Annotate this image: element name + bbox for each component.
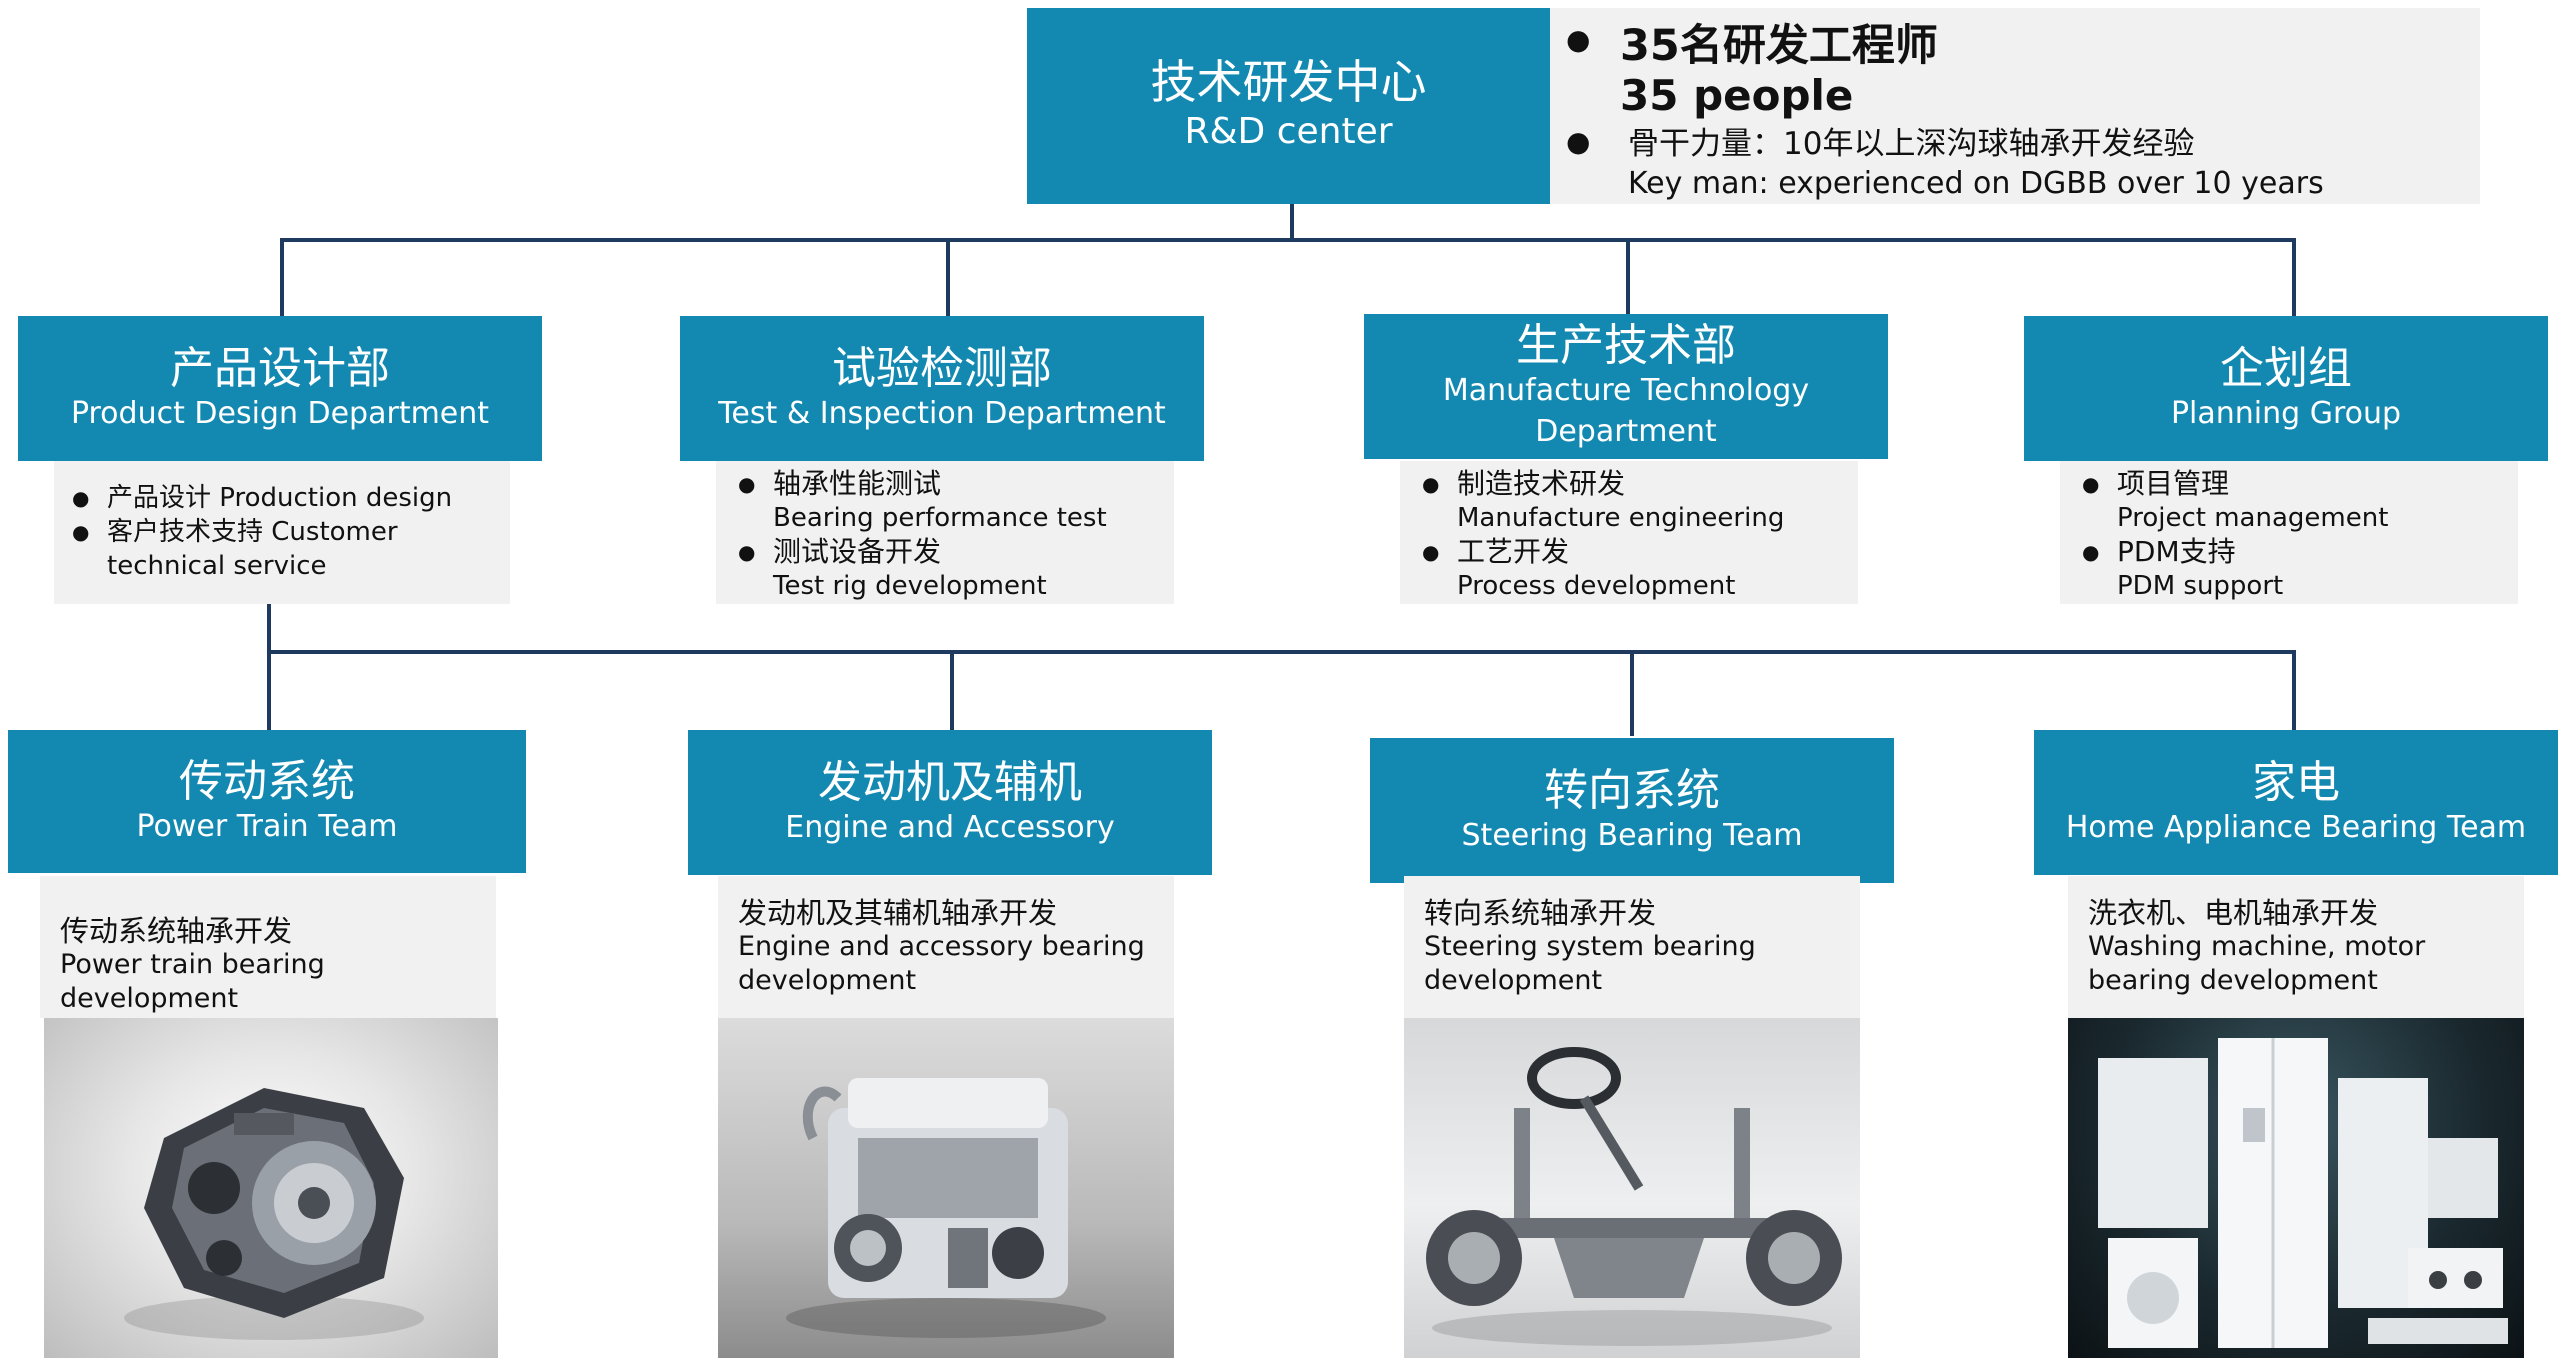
rd-center-title-en: R&D center bbox=[1184, 111, 1393, 153]
list-item: ● 制造技术研发 Manufacture engineering bbox=[1422, 467, 1785, 533]
bullet-icon: ● bbox=[2082, 472, 2100, 496]
dept-box-manufacture-technology: 生产技术部 Manufacture Technology Department bbox=[1364, 314, 1888, 459]
list-item: ● 客户技术支持 Customer technical service bbox=[72, 517, 398, 581]
home-appliance-image bbox=[2068, 1018, 2524, 1358]
bullet-icon: ● bbox=[2082, 540, 2100, 564]
team-name-en: Steering Bearing Team bbox=[1461, 818, 1803, 854]
bullet-icon: ● bbox=[72, 486, 90, 510]
headcount-zh: 35名研发工程师 bbox=[1620, 21, 1938, 71]
connector-dept-4 bbox=[2292, 238, 2296, 316]
team-box-home-appliance: 家电 Home Appliance Bearing Team bbox=[2034, 730, 2558, 875]
connector-team-2 bbox=[950, 650, 954, 730]
team-box-power-train: 传动系统 Power Train Team bbox=[8, 730, 526, 873]
dept-name-en: Manufacture Technology Department bbox=[1442, 373, 1810, 449]
key-man-zh: 骨干力量：10年以上深沟球轴承开发经验 bbox=[1628, 125, 2195, 162]
bullet-icon: ● bbox=[1566, 124, 1591, 158]
engine-image bbox=[718, 1018, 1174, 1358]
connector-dept-3 bbox=[1626, 238, 1630, 316]
list-item: ● 测试设备开发 Test rig development bbox=[738, 535, 1047, 601]
connector-team-3 bbox=[1630, 650, 1634, 736]
team-name-en: Home Appliance Bearing Team bbox=[2065, 810, 2527, 846]
team-name-zh: 家电 bbox=[2252, 756, 2340, 808]
dept-duties-product-design: ● 产品设计 Production design ● 客户技术支持 Custom… bbox=[54, 461, 510, 604]
dept-box-product-design: 产品设计部 Product Design Department bbox=[18, 316, 542, 461]
bullet-icon: ● bbox=[738, 540, 756, 564]
dept-name-en: Test & Inspection Department bbox=[718, 396, 1166, 432]
team-desc-home-appliance: 洗衣机、电机轴承开发 Washing machine, motor bearin… bbox=[2068, 876, 2524, 1018]
dept-box-planning-group: 企划组 Planning Group bbox=[2024, 316, 2548, 461]
dept-name-en: Product Design Department bbox=[70, 396, 490, 432]
dept-box-test-inspection: 试验检测部 Test & Inspection Department bbox=[680, 316, 1204, 461]
bullet-icon: ● bbox=[1422, 472, 1440, 496]
bullet-icon: ● bbox=[72, 520, 90, 544]
bullet-icon: ● bbox=[738, 472, 756, 496]
headcount-en: 35 people bbox=[1620, 71, 1854, 121]
list-item: ● 产品设计 Production design bbox=[72, 483, 453, 513]
bullet-icon: ● bbox=[1566, 23, 1591, 56]
key-man-en: Key man: experienced on DGBB over 10 yea… bbox=[1628, 166, 2324, 202]
connector-dept-1 bbox=[280, 238, 284, 316]
rd-center-title-zh: 技术研发中心 bbox=[1150, 55, 1427, 110]
bullet-icon: ● bbox=[1422, 540, 1440, 564]
connector-team-4 bbox=[2292, 650, 2296, 730]
team-box-engine-accessory: 发动机及辅机 Engine and Accessory bbox=[688, 730, 1212, 875]
team-desc-engine-accessory: 发动机及其辅机轴承开发 Engine and accessory bearing… bbox=[718, 876, 1174, 1018]
dept-name-zh: 生产技术部 bbox=[1516, 319, 1736, 371]
dept-name-zh: 企划组 bbox=[2220, 342, 2352, 394]
list-item: ● 轴承性能测试 Bearing performance test bbox=[738, 467, 1107, 533]
steering-system-image bbox=[1404, 1018, 1860, 1358]
list-item: ● 工艺开发 Process development bbox=[1422, 535, 1736, 601]
connector-design-down bbox=[267, 604, 271, 730]
dept-duties-planning-group: ● 项目管理 Project management ● PDM支持 PDM su… bbox=[2060, 461, 2518, 604]
connector-dept-bus bbox=[280, 238, 2296, 242]
dept-name-zh: 试验检测部 bbox=[832, 342, 1052, 394]
team-name-zh: 转向系统 bbox=[1544, 764, 1720, 816]
team-name-zh: 传动系统 bbox=[179, 755, 355, 807]
dept-name-en: Planning Group bbox=[2170, 396, 2402, 432]
connector-dept-2 bbox=[946, 238, 950, 316]
connector-root-down bbox=[1290, 204, 1294, 240]
team-desc-power-train: 传动系统轴承开发 Power train bearing development bbox=[40, 876, 496, 1018]
team-box-steering: 转向系统 Steering Bearing Team bbox=[1370, 738, 1894, 883]
dept-duties-manufacture-technology: ● 制造技术研发 Manufacture engineering ● 工艺开发 … bbox=[1400, 461, 1858, 604]
dept-duties-test-inspection: ● 轴承性能测试 Bearing performance test ● 测试设备… bbox=[716, 461, 1174, 604]
team-desc-steering: 转向系统轴承开发 Steering system bearing develop… bbox=[1404, 876, 1860, 1018]
connector-team-bus bbox=[267, 650, 2296, 654]
team-name-en: Engine and Accessory bbox=[785, 810, 1115, 846]
power-train-gearbox-image bbox=[44, 1018, 498, 1358]
rd-center-box: 技术研发中心 R&D center bbox=[1027, 8, 1550, 204]
rd-summary-panel: ● 35名研发工程师 35 people ● 骨干力量：10年以上深沟球轴承开发… bbox=[1550, 8, 2480, 204]
list-item: ● PDM支持 PDM support bbox=[2082, 535, 2284, 601]
list-item: ● 项目管理 Project management bbox=[2082, 467, 2389, 533]
team-name-en: Power Train Team bbox=[136, 809, 398, 845]
dept-name-zh: 产品设计部 bbox=[170, 342, 390, 394]
team-name-zh: 发动机及辅机 bbox=[818, 756, 1082, 808]
